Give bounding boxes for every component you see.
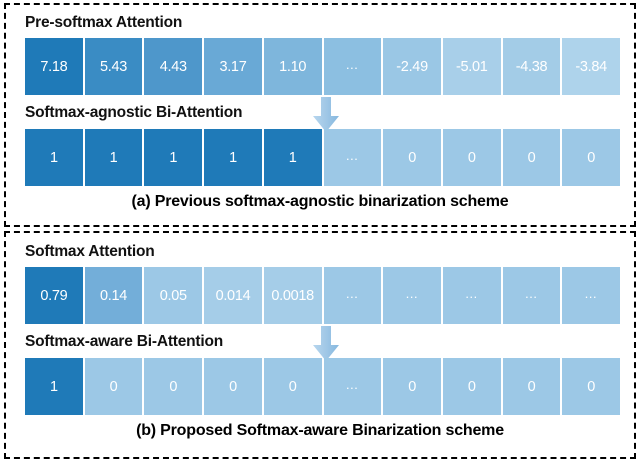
matrix-cell: 4.43 [144,38,203,95]
matrix-cell: 0.79 [25,267,83,324]
matrix-cell: 0 [204,358,262,415]
matrix-cell: 0 [562,129,621,186]
matrix-cell: -4.38 [502,38,561,95]
matrix-cell: 0 [562,358,621,415]
matrix-cell-ellipsis: … [502,267,561,324]
matrix-cell: 1 [204,129,262,186]
matrix-cell-ellipsis: … [562,267,621,324]
row-label-softmax-agnostic-bi-attention: Softmax-agnostic Bi-Attention [25,104,243,121]
row-label-softmax-attention: Softmax Attention [25,243,155,260]
down-arrow-icon [311,97,341,133]
matrix-cell: 7.18 [25,38,83,95]
matrix-cell: 3.17 [204,38,262,95]
matrix-cell: 1.10 [263,38,322,95]
matrix-cell: 0.014 [204,267,262,324]
matrix-cell-ellipsis: … [442,267,501,324]
matrix-cell: 1 [144,129,203,186]
matrix-cell: 1 [84,129,143,186]
matrix-cell: 1 [25,129,83,186]
matrix-cell: 0 [442,129,501,186]
matrix-cell-ellipsis: … [323,38,382,95]
matrix-cell: -2.49 [383,38,441,95]
matrix-cell: 0.0018 [263,267,322,324]
caption-panel-a: (a) Previous softmax-agnostic binarizati… [131,193,509,210]
matrix-cell: 0 [502,129,561,186]
matrix-cell: 0 [383,129,441,186]
matrix-cell-ellipsis: … [323,129,382,186]
matrix-cell: -5.01 [442,38,501,95]
row-label-softmax-aware-bi-attention: Softmax-aware Bi-Attention [25,333,224,350]
matrix-cell: 0 [144,358,203,415]
matrix-cell: 0 [502,358,561,415]
caption-panel-b: (b) Proposed Softmax-aware Binarization … [136,422,504,439]
down-arrow-icon [311,326,341,362]
matrix-cell: 0.05 [144,267,203,324]
matrix-cell: 0 [84,358,143,415]
matrix-cell: 0 [442,358,501,415]
matrix-cell: 5.43 [84,38,143,95]
matrix-cell: 0 [383,358,441,415]
matrix-cell: 0.14 [84,267,143,324]
matrix-cell: -3.84 [562,38,621,95]
matrix-cell-ellipsis: … [323,358,382,415]
matrix-cell: 1 [263,129,322,186]
row-label-pre-softmax-attention: Pre-softmax Attention [25,14,183,31]
matrix-cell-ellipsis: … [323,267,382,324]
matrix-cell: 0 [263,358,322,415]
matrix-cell-ellipsis: … [383,267,441,324]
matrix-cell: 1 [25,358,83,415]
